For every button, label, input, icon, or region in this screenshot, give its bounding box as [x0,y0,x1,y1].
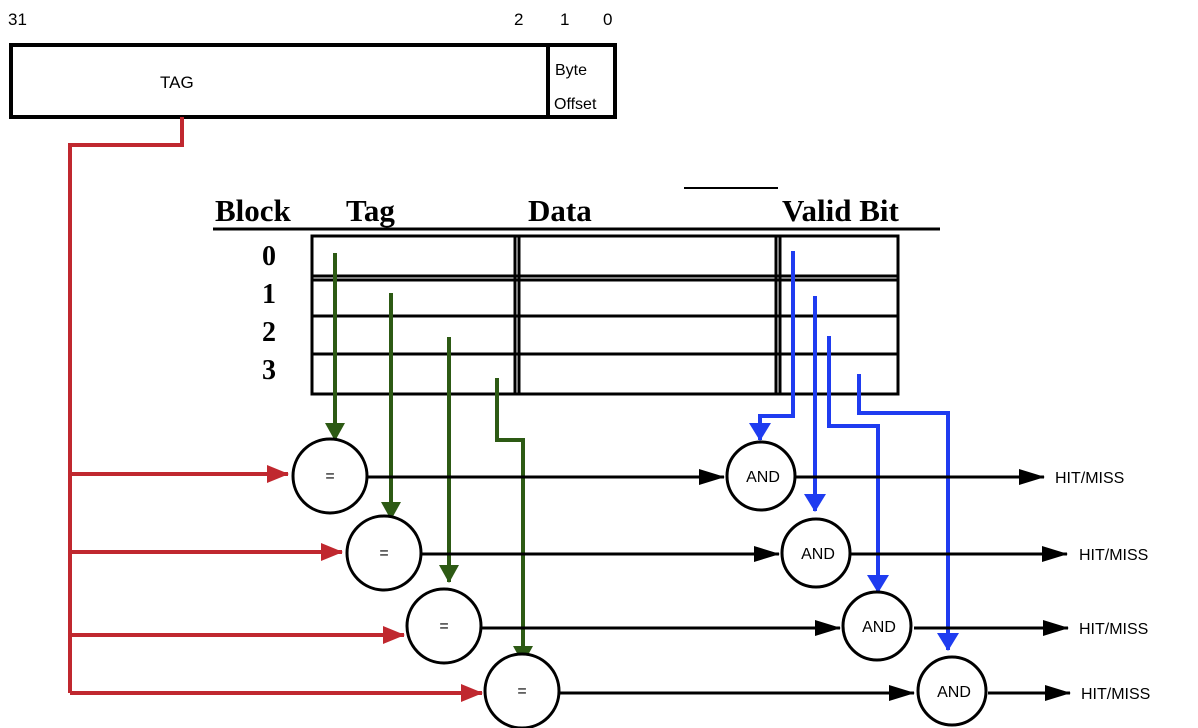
address-register: 31 2 1 0 TAG Byte Offset [8,10,617,119]
byte-offset-label-line2: Offset [554,96,597,113]
bit-0-label: 0 [603,10,612,29]
and-gate-1-label: AND [801,546,835,563]
output-0-label: HIT/MISS [1055,470,1124,487]
row-3-number: 3 [262,355,276,386]
comparator-1-label: = [379,545,388,562]
output-2-label: HIT/MISS [1079,621,1148,638]
row-numbers: 0 1 2 3 [262,241,276,386]
comparator-0: = [291,437,369,515]
tag-field-label: TAG [160,73,194,92]
and-gate-2-label: AND [862,619,896,636]
cache-table [310,234,900,396]
and-gate-3-circle [916,655,988,727]
comparator-0-circle [291,437,369,515]
and-gate-3-label: AND [937,684,971,701]
and-gate-2: AND [841,590,913,662]
tag-wire-trunk [68,117,184,693]
tag-wires [68,117,483,702]
result-wires [367,469,1071,701]
byte-offset-label-line1: Byte [555,62,587,79]
comparator-1-circle [345,514,423,592]
bit-1-label: 1 [560,10,569,29]
row-2-number: 2 [262,317,276,348]
header-tag: Tag [346,193,395,228]
and-gate-1-circle [780,517,852,589]
row-0-number: 0 [262,241,276,272]
bit-2-label: 2 [514,10,523,29]
row-1-number: 1 [262,279,276,310]
header-valid-bit: Valid Bit [782,193,900,228]
table-header: Block Tag Data Valid Bit [213,187,940,231]
stored-tag-wires [325,253,533,664]
comparator-2: = [405,587,483,665]
comparator-3-circle [483,652,561,728]
and-gate-1: AND [780,517,852,589]
and-gate-3: AND [916,655,988,727]
header-block: Block [215,193,292,228]
and-gates: AND AND AND AND [725,440,988,727]
comparator-2-label: = [439,618,448,635]
valid-bit-wires [749,251,959,651]
valid-row-0-wire [749,251,795,441]
comparator-2-circle [405,587,483,665]
output-1-label: HIT/MISS [1079,547,1148,564]
comparator-3-label: = [517,683,526,700]
tag-row-3-wire [495,378,533,664]
comparator-3: = [483,652,561,728]
address-box [9,43,617,119]
and-gate-2-circle [841,590,913,662]
comparators: = = = = [291,437,561,728]
and-gate-0-circle [725,440,797,512]
bit-31-label: 31 [8,10,27,29]
outputs: HIT/MISS HIT/MISS HIT/MISS HIT/MISS [1055,470,1150,703]
valid-row-3-wire [857,374,959,651]
output-3-label: HIT/MISS [1081,686,1150,703]
valid-row-2-wire [827,336,889,593]
comparator-1: = [345,514,423,592]
and-gate-0-label: AND [746,469,780,486]
comparator-0-label: = [325,468,334,485]
header-data: Data [528,193,592,228]
and-gate-0: AND [725,440,797,512]
